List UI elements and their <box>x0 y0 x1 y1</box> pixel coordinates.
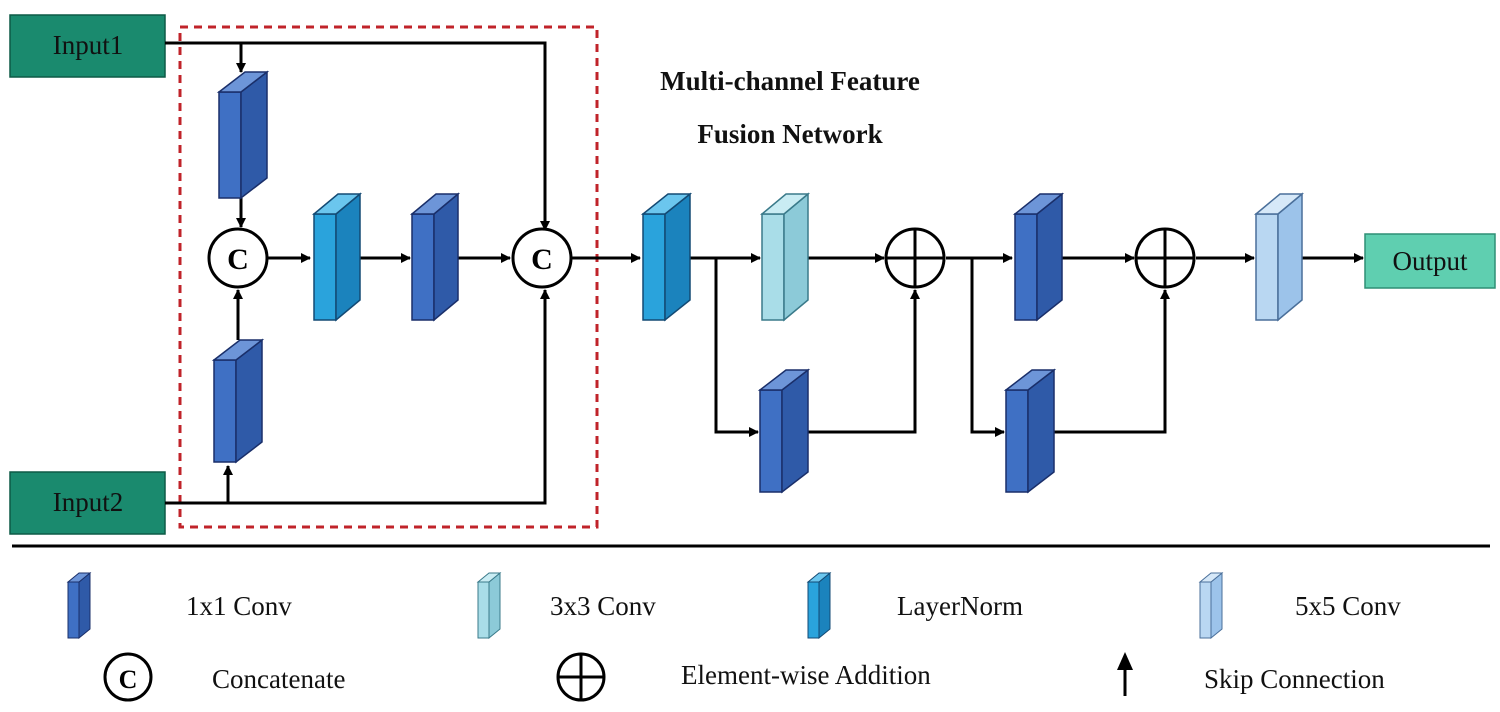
input1-box: Input1 <box>9 14 166 78</box>
conv1x1-block-mid <box>409 192 461 322</box>
legend-conv1x1-icon <box>66 571 92 640</box>
input1-label: Input1 <box>53 30 124 60</box>
conv1x1-block-bottom <box>211 338 265 464</box>
input2-label: Input2 <box>53 487 124 517</box>
concat-node-2: C <box>511 227 573 289</box>
output-label: Output <box>1392 246 1468 276</box>
legend-skip-label: Skip Connection <box>1204 664 1385 694</box>
add-node-1 <box>884 227 946 289</box>
title-line-2: Fusion Network <box>697 119 882 149</box>
legend-concat-icon: C <box>103 652 153 702</box>
conv1x1-block-branch2 <box>1003 368 1057 494</box>
conv5x5-block <box>1253 192 1305 322</box>
layernorm-block-fusion <box>311 192 363 322</box>
concat-node-1: C <box>207 227 269 289</box>
legend-conv1x1-label: 1x1 Conv <box>186 591 292 621</box>
svg-text:C: C <box>531 243 553 276</box>
svg-text:C: C <box>227 243 249 276</box>
input2-box: Input2 <box>9 471 166 535</box>
legend-concat-label: Concatenate <box>212 664 345 694</box>
conv1x1-block-branch1 <box>757 368 811 494</box>
layernorm-block-main <box>640 192 693 322</box>
svg-text:C: C <box>119 665 138 694</box>
conv3x3-block <box>759 192 811 322</box>
legend-skip-icon <box>1117 652 1133 696</box>
legend-layernorm-label: LayerNorm <box>897 591 1023 621</box>
legend-conv3x3-icon <box>476 571 502 640</box>
conv1x1-block-top <box>216 70 270 200</box>
legend-conv5x5-label: 5x5 Conv <box>1295 591 1401 621</box>
legend-addition-icon <box>556 652 606 702</box>
legend: 1x1 Conv 3x3 Conv LayerNorm 5x5 Conv C C… <box>66 571 1401 702</box>
output-box: Output <box>1364 233 1496 289</box>
fusion-region-box <box>178 25 599 529</box>
title-line-1: Multi-channel Feature <box>660 66 920 96</box>
legend-layernorm-icon <box>806 571 832 640</box>
conv1x1-block-main2 <box>1012 192 1065 322</box>
legend-conv5x5-icon <box>1198 571 1224 640</box>
connections <box>165 41 1364 505</box>
legend-conv3x3-label: 3x3 Conv <box>550 591 656 621</box>
legend-addition-label: Element-wise Addition <box>681 660 931 690</box>
add-node-2 <box>1134 227 1196 289</box>
